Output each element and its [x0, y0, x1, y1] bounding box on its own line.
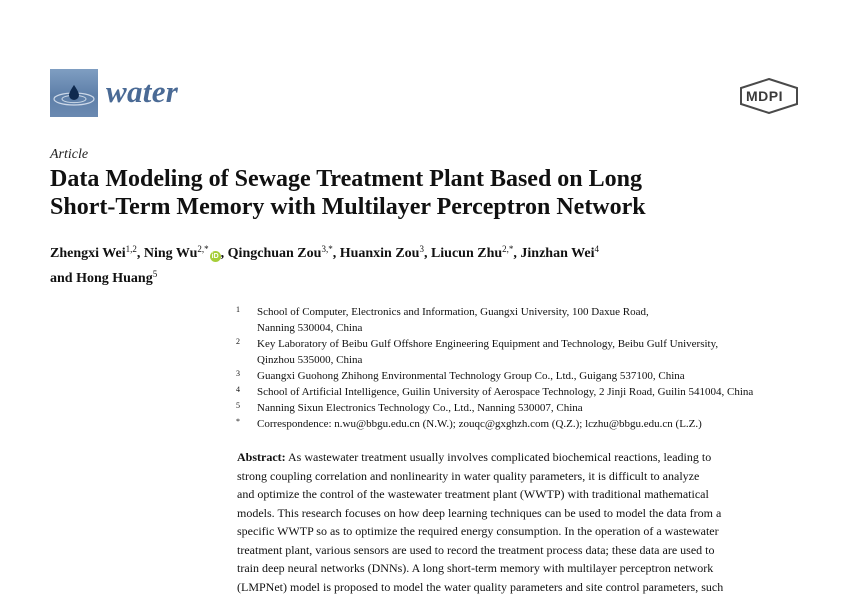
abstract: Abstract: As wastewater treatment usuall… — [237, 448, 805, 596]
correspondence-text[interactable]: Correspondence: n.wu@bbgu.edu.cn (N.W.);… — [257, 418, 702, 430]
author-list: Zhengxi Wei1,2, Ning Wu2,*iD, Qingchuan … — [50, 239, 770, 289]
author-affil-sup: 4 — [594, 244, 599, 254]
abstract-line: models. This research focuses on how dee… — [237, 505, 722, 520]
author-name[interactable]: Qingchuan Zou — [227, 246, 322, 261]
affiliation-item: 1 School of Computer, Electronics and In… — [236, 304, 816, 336]
abstract-line: specific WWTP so as to optimize the requ… — [237, 524, 719, 538]
affiliation-item: 4 School of Artificial Intelligence, Gui… — [236, 384, 816, 400]
author-name[interactable]: Liucun Zhu — [430, 246, 503, 261]
publisher-logo-text: MDPI — [746, 88, 783, 104]
affiliation-text: Key Laboratory of Beibu Gulf Offshore En… — [257, 338, 719, 350]
water-drop-logo-icon — [50, 69, 98, 117]
abstract-line: train deep neural networks (DNNs). A lon… — [237, 561, 714, 575]
affiliation-text: School of Artificial Intelligence, Guili… — [257, 386, 754, 398]
abstract-label: Abstract: — [237, 450, 286, 464]
title-line: Data Modeling of Sewage Treatment Plant … — [50, 166, 642, 192]
affiliation-text: Nanning Sixun Electronics Technology Co.… — [257, 402, 583, 414]
affiliation-number: 2 — [236, 337, 240, 346]
abstract-line: and optimize the control of the wastewat… — [237, 487, 709, 501]
affiliation-number: 4 — [236, 385, 240, 394]
page-title: Data Modeling of Sewage Treatment Plant … — [50, 165, 790, 221]
affiliation-number: * — [236, 417, 240, 426]
author-name[interactable]: Zhengxi Wei — [50, 246, 126, 261]
abstract-line: strong coupling correlation and nonlinea… — [237, 468, 700, 483]
author-affil-sup: 3 — [419, 244, 424, 254]
author-name[interactable]: and Hong Huang — [50, 271, 153, 286]
author-affil-sup: 3,* — [321, 244, 333, 254]
author-line: Zhengxi Wei1,2, Ning Wu2,*iD, Qingchuan … — [50, 244, 599, 262]
article-type: Article — [50, 147, 89, 162]
author-name[interactable]: Huanxin Zou — [339, 246, 420, 261]
abstract-line: (LMPNet) model is proposed to model the … — [237, 579, 724, 594]
affiliation-item: 5 Nanning Sixun Electronics Technology C… — [236, 400, 816, 416]
author-name[interactable]: Ning Wu — [143, 246, 198, 261]
affiliation-number: 3 — [236, 369, 240, 378]
author-name[interactable]: Jinzhan Wei — [520, 246, 595, 261]
author-affil-sup: 5 — [152, 269, 158, 279]
affiliation-text: Qinzhou 535000, China — [257, 354, 363, 366]
affiliation-text: Nanning 530004, China — [257, 322, 363, 334]
affiliation-item: 2 Key Laboratory of Beibu Gulf Offshore … — [236, 336, 816, 368]
author-affil-sup: 2,* — [502, 244, 514, 254]
affiliation-text: School of Computer, Electronics and Info… — [257, 306, 649, 318]
author-affil-sup: 2,* — [197, 244, 209, 254]
affiliation-text: Guangxi Guohong Zhihong Environmental Te… — [257, 370, 685, 382]
correspondence-item: * Correspondence: n.wu@bbgu.edu.cn (N.W.… — [236, 416, 816, 432]
affiliation-number: 5 — [236, 401, 240, 410]
affiliation-number: 1 — [236, 305, 240, 314]
abstract-line: treatment plant, various sensors are use… — [237, 542, 715, 557]
abstract-line: Abstract: As wastewater treatment usuall… — [237, 450, 712, 464]
affiliation-item: 3 Guangxi Guohong Zhihong Environmental … — [236, 368, 816, 384]
orcid-icon[interactable]: iD — [209, 251, 221, 262]
title-line: Short-Term Memory with Multilayer Percep… — [50, 194, 646, 220]
author-affil-sup: 1,2 — [125, 244, 137, 254]
affiliation-list: 1 School of Computer, Electronics and In… — [236, 304, 816, 432]
author-line: and Hong Huang5 — [50, 264, 770, 289]
journal-name: water — [106, 74, 179, 109]
mdpi-logo-icon — [740, 78, 798, 114]
